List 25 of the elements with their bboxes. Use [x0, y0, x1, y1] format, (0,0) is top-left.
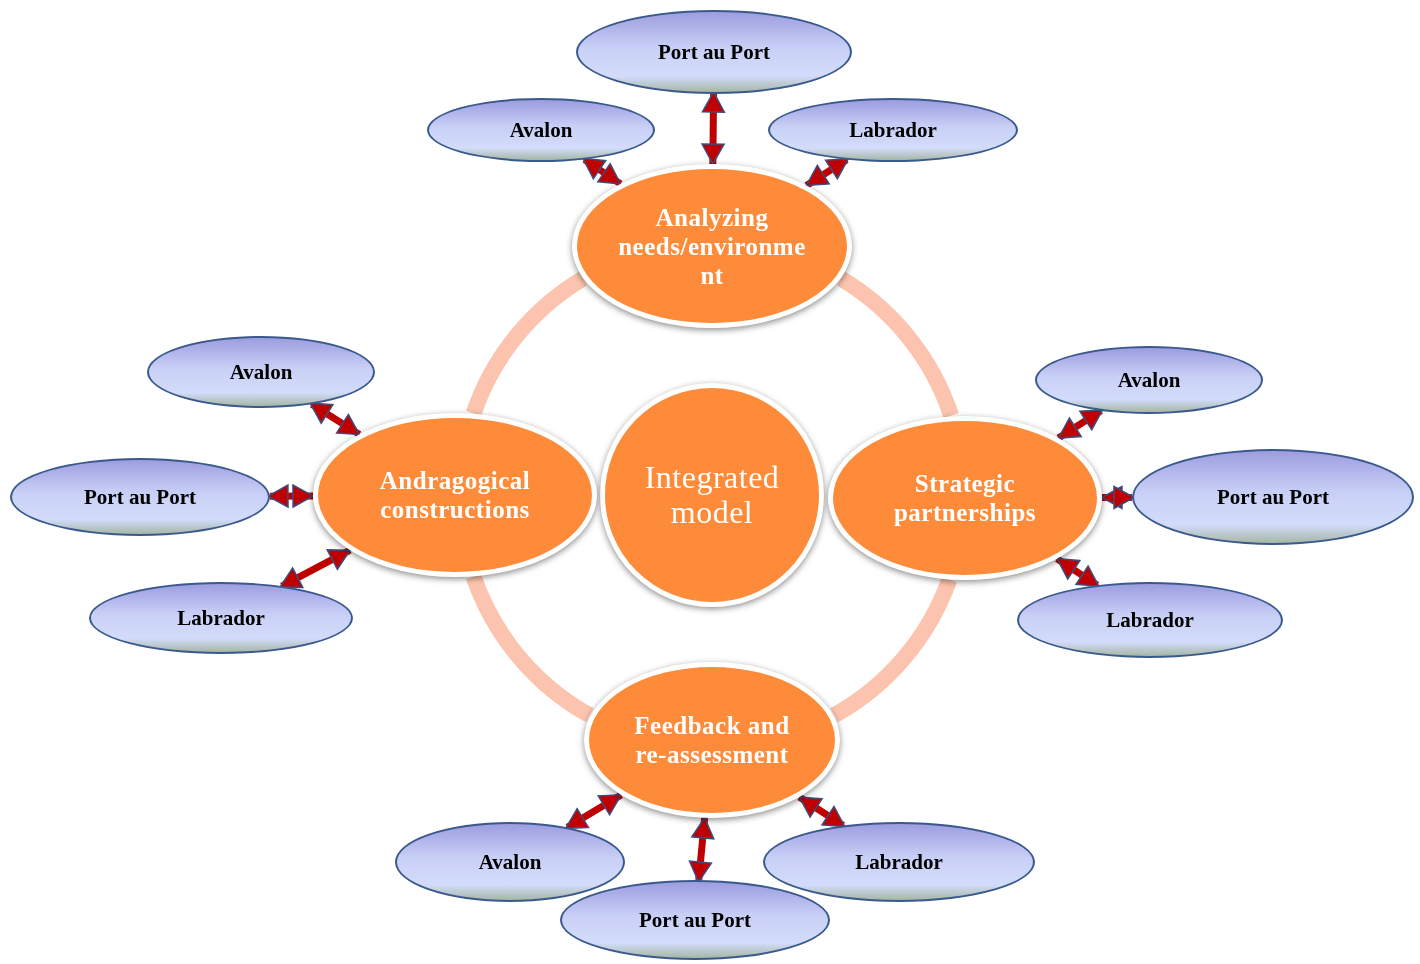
node-label: Strategic partnerships	[892, 469, 1038, 527]
double-arrow	[1056, 407, 1104, 441]
node-label: Avalon	[508, 117, 574, 143]
double-arrow	[688, 817, 715, 883]
node-label: Labrador	[1105, 607, 1195, 633]
node-label: Integrated model	[643, 460, 781, 530]
double-arrow	[309, 401, 362, 438]
node-label: Port au Port	[657, 39, 771, 65]
node-label: Port au Port	[638, 907, 752, 933]
node-label: Analyzing needs/environment	[617, 202, 807, 290]
node-label: Labrador	[848, 117, 938, 143]
node-label: Port au Port	[83, 484, 197, 510]
double-arrow	[1055, 555, 1100, 589]
node-label: Andragogical constructions	[378, 466, 532, 524]
node-label: Labrador	[176, 605, 266, 631]
node-label: Port au Port	[1216, 484, 1330, 510]
node-label: Avalon	[1116, 367, 1182, 393]
node-label: Feedback and re-assessment	[633, 711, 791, 769]
double-arrow	[279, 547, 352, 590]
node-label: Labrador	[854, 849, 944, 875]
double-arrow	[564, 791, 623, 831]
double-arrow	[797, 794, 846, 829]
node-label: Avalon	[477, 849, 543, 875]
node-label: Avalon	[228, 359, 294, 385]
double-arrow	[701, 91, 726, 165]
